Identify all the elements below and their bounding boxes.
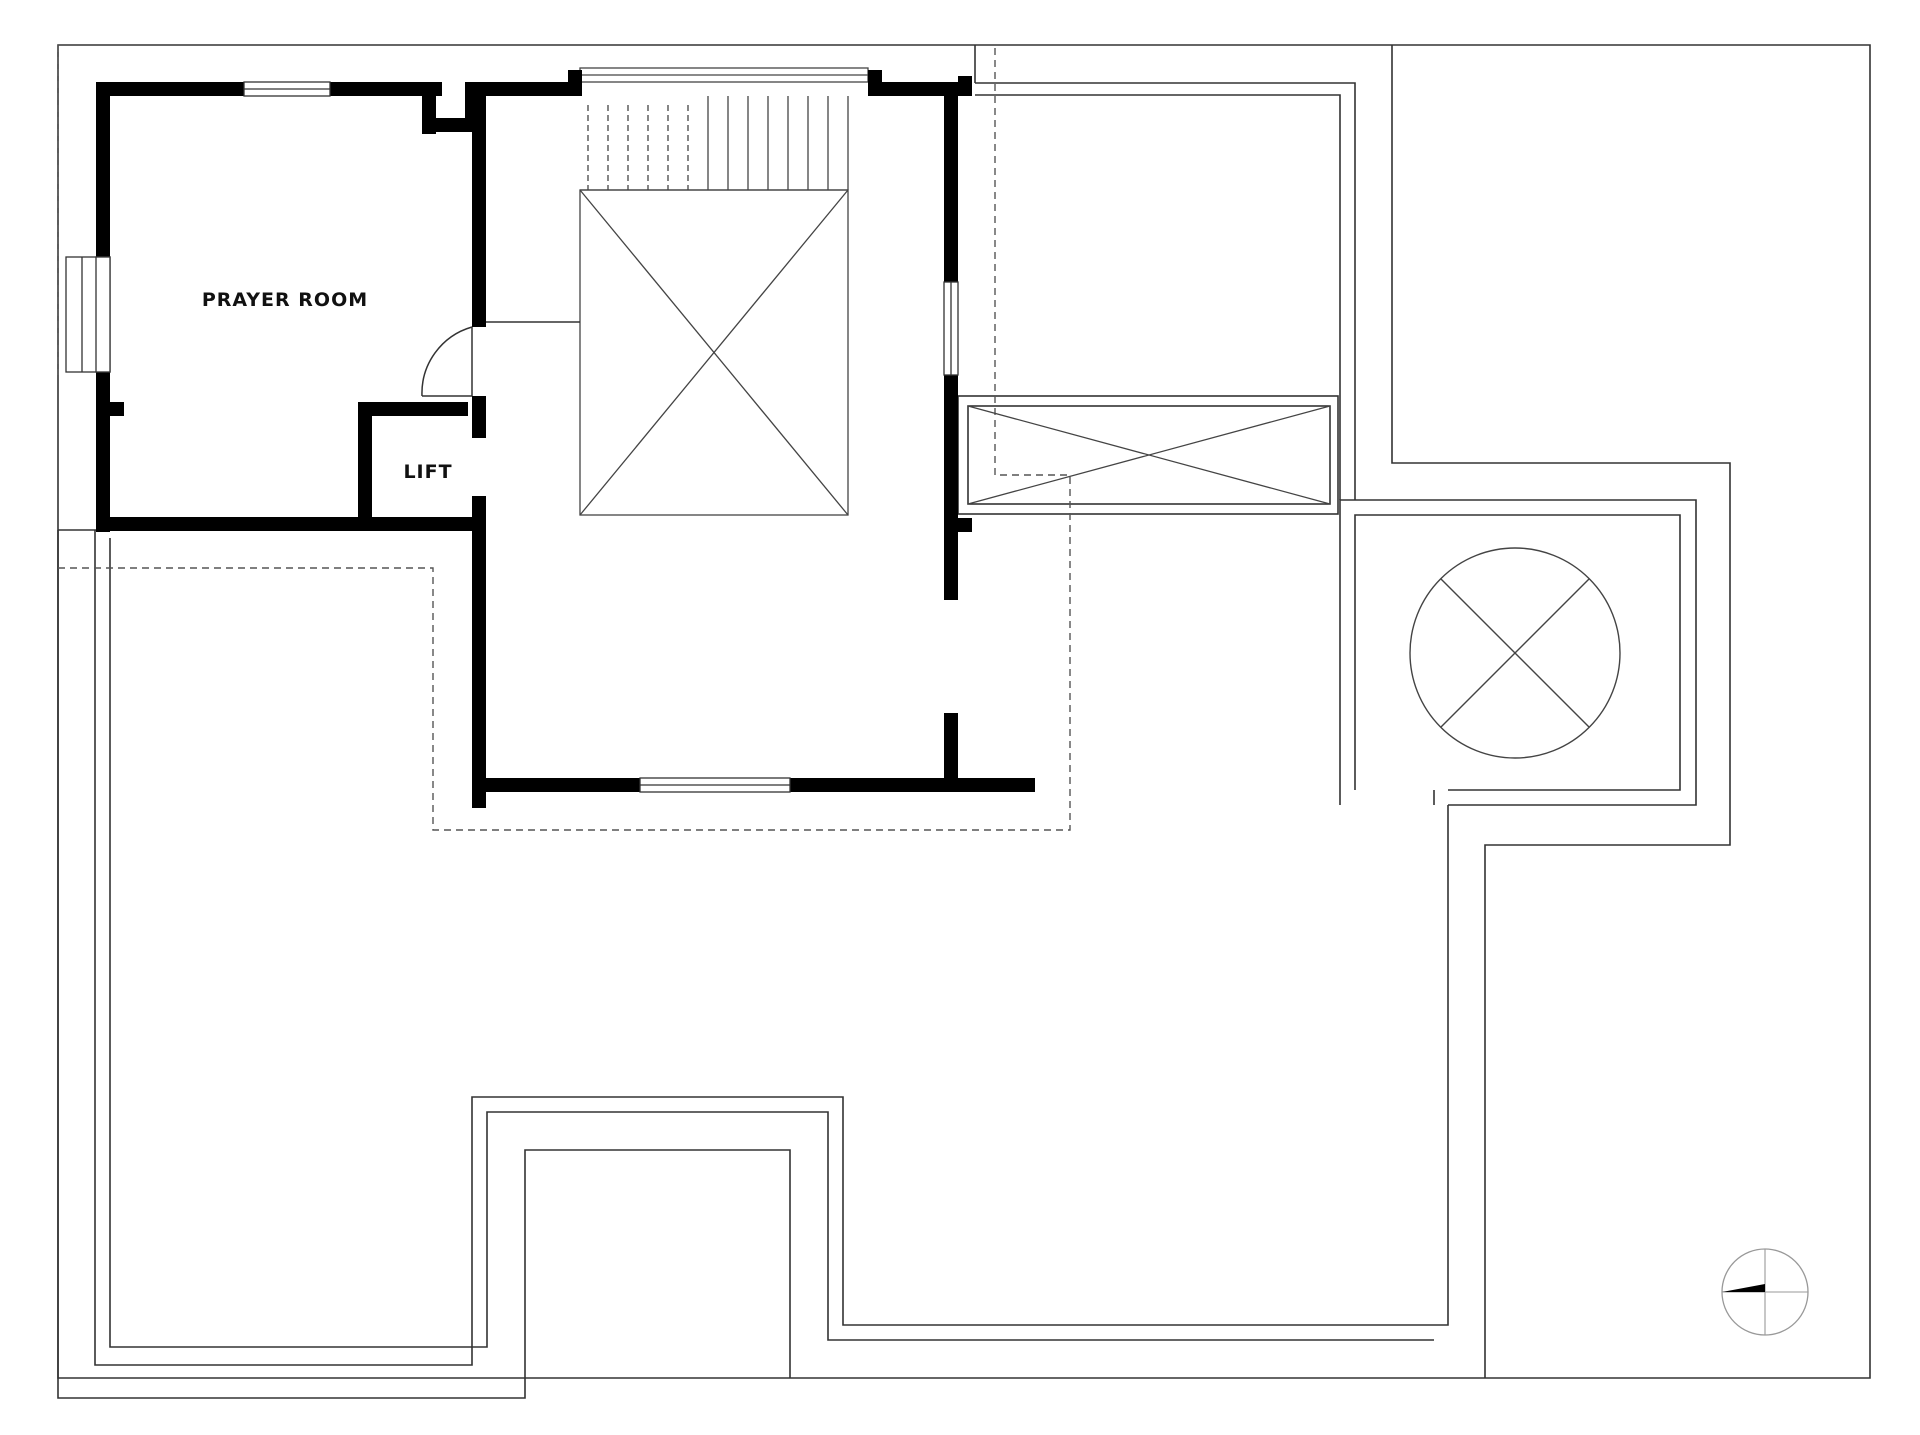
parapet-lines — [58, 45, 1697, 1378]
north-arrow-icon — [1721, 1248, 1809, 1336]
water-tank — [1409, 547, 1621, 759]
stair-risers — [587, 96, 849, 190]
lift-label: LIFT — [403, 461, 452, 483]
site-boundary — [57, 44, 1871, 1399]
walls — [96, 70, 1035, 808]
prayer-room-door — [421, 321, 580, 397]
dashed-projection-lines — [57, 45, 1071, 831]
windows — [65, 81, 959, 793]
stair-treads — [579, 67, 869, 191]
prayer-room-label: PRAYER ROOM — [202, 289, 368, 311]
stair-void — [579, 189, 849, 516]
corridor-skylight — [967, 405, 1331, 505]
